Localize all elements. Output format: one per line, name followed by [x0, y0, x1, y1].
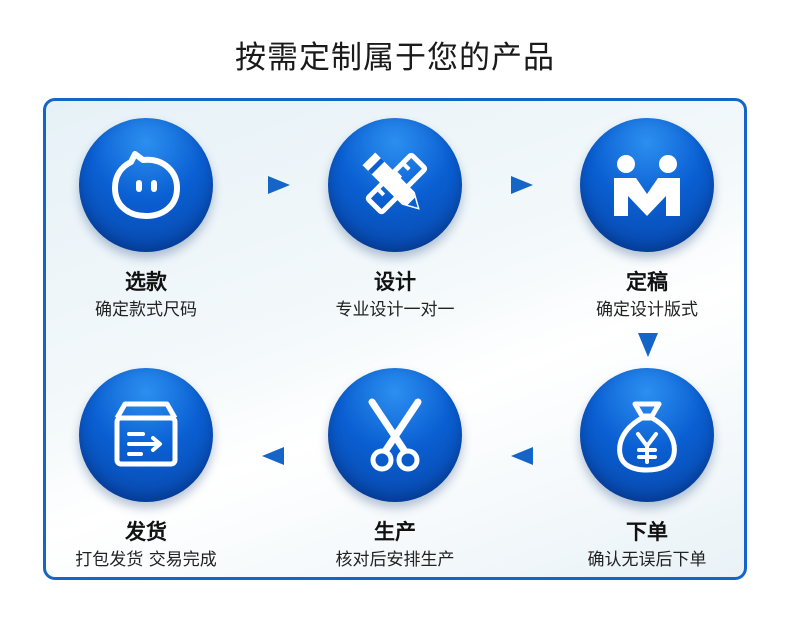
page-title: 按需定制属于您的产品 — [235, 40, 555, 76]
step-title: 生产 — [374, 520, 416, 544]
step-place-order: 下单 确认无误后下单 — [557, 368, 737, 570]
step-title: 设计 — [374, 270, 416, 294]
step-subtitle: 确定设计版式 — [596, 300, 698, 320]
shipping-box-icon — [79, 368, 213, 502]
arrow-right-icon — [511, 176, 533, 194]
step-subtitle: 确定款式尺码 — [95, 300, 197, 320]
step-title: 下单 — [626, 520, 668, 544]
step-production: 生产 核对后安排生产 — [305, 368, 485, 570]
chat-bubble-face-icon — [79, 118, 213, 252]
arrow-left-icon — [511, 447, 533, 465]
arrow-right-icon — [268, 176, 290, 194]
step-shipping: 发货 打包发货 交易完成 — [56, 368, 236, 570]
step-subtitle: 专业设计一对一 — [335, 300, 455, 320]
arrow-left-icon — [262, 447, 284, 465]
step-design: 设计 专业设计一对一 — [305, 118, 485, 320]
step-subtitle: 打包发货 交易完成 — [75, 550, 217, 570]
scissors-icon — [328, 368, 462, 502]
pencil-ruler-icon — [328, 118, 462, 252]
arrow-down-icon — [638, 333, 658, 357]
step-title: 发货 — [125, 520, 167, 544]
handshake-icon — [580, 118, 714, 252]
step-subtitle: 确认无误后下单 — [587, 550, 707, 570]
step-select-style: 选款 确定款式尺码 — [56, 118, 236, 320]
step-title: 选款 — [125, 270, 167, 294]
step-finalize: 定稿 确定设计版式 — [557, 118, 737, 320]
money-bag-yuan-icon — [580, 368, 714, 502]
step-title: 定稿 — [626, 270, 668, 294]
step-subtitle: 核对后安排生产 — [335, 550, 455, 570]
